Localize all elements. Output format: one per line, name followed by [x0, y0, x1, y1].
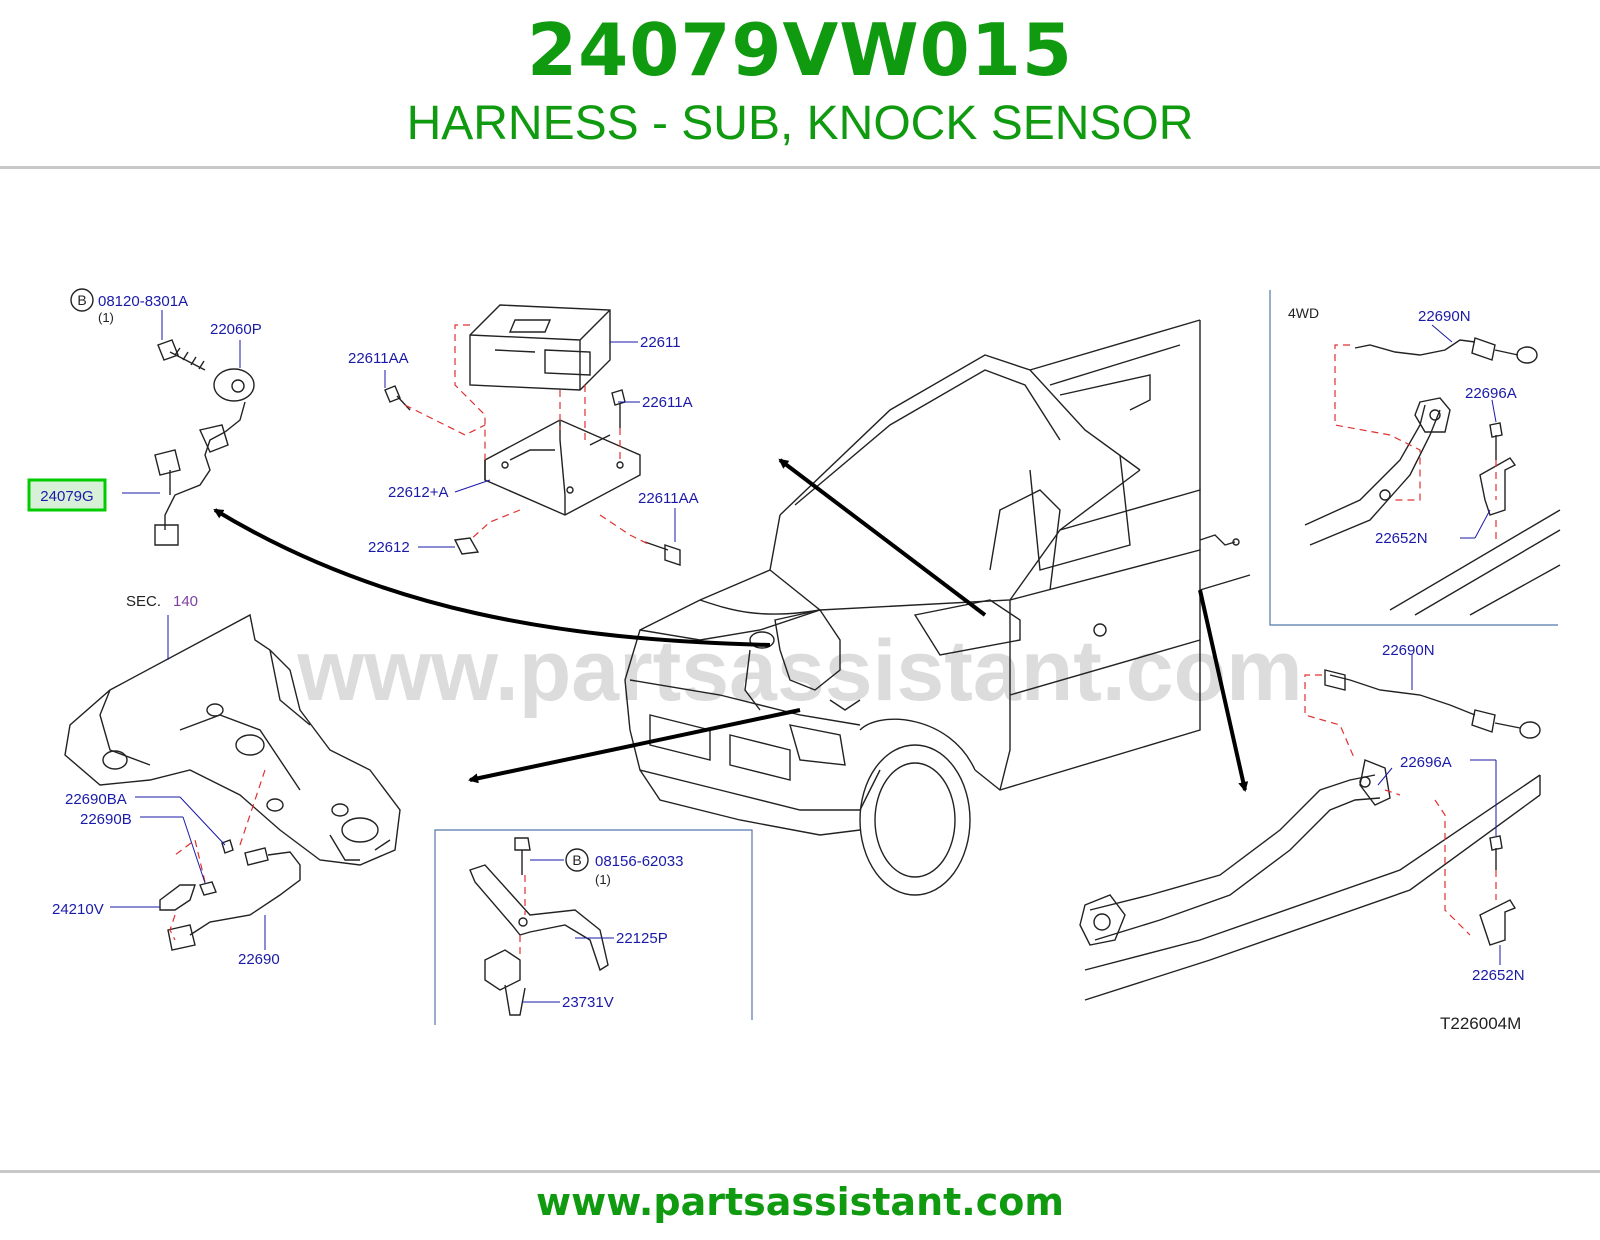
watermark: www.partsassistant.com — [296, 623, 1302, 719]
header: 24079VW015 HARNESS - SUB, KNOCK SENSOR — [0, 0, 1600, 170]
part-label-22696A-lower[interactable]: 22696A — [1400, 754, 1452, 771]
part-label-22652N[interactable]: 22652N — [1375, 530, 1428, 547]
part-label-22125P[interactable]: 22125P — [616, 930, 668, 947]
part-label-22690N[interactable]: 22690N — [1418, 308, 1471, 325]
sensor-box-frame — [434, 829, 753, 1025]
leader-line — [182, 816, 206, 884]
bolt-ref-marker-2-letter: B — [572, 852, 581, 868]
part-label-22612[interactable]: 22612 — [368, 539, 410, 556]
diagram-svg: www.partsassistant.com — [27, 288, 1561, 1033]
position-sensor-group — [469, 837, 609, 1016]
part-label-22612-A[interactable]: 22612+A — [388, 484, 448, 501]
vehicle-truck — [624, 319, 1251, 896]
bolt-ref-marker-2 — [565, 848, 589, 872]
leader-line — [179, 796, 226, 846]
part-label-22652N-lower[interactable]: 22652N — [1472, 967, 1525, 984]
ecm-dash-lines — [404, 324, 651, 546]
part-title: HARNESS - SUB, KNOCK SENSOR — [406, 97, 1194, 150]
ecm-group — [384, 304, 681, 566]
part-label-22611A[interactable]: 22611A — [642, 394, 693, 411]
exhaust-manifold-group — [64, 613, 401, 951]
four-wd-dash-lines — [1334, 344, 1497, 540]
leader-line — [1474, 509, 1491, 539]
sensor-dash-lines — [519, 875, 526, 955]
parts-diagram: www.partsassistant.com — [0, 170, 1600, 1170]
knock-sensor-group — [154, 339, 255, 546]
part-label-22696A[interactable]: 22696A — [1465, 385, 1517, 402]
leader-line — [1377, 767, 1393, 786]
footer-divider — [0, 1170, 1600, 1173]
four-wd-o2-group — [1304, 337, 1561, 616]
part-label-22060P[interactable]: 22060P — [210, 321, 262, 338]
two-wd-dash-lines — [1304, 674, 1497, 936]
four-wd-box-frame — [1269, 290, 1558, 626]
leader-line — [454, 479, 491, 493]
two-wd-o2-group — [1079, 669, 1541, 1001]
part-label-24210V[interactable]: 24210V — [52, 901, 104, 918]
diagram-code: T226004M — [1440, 1014, 1521, 1033]
highlighted-part-box[interactable] — [27, 478, 107, 512]
quantity-label: (1) — [98, 310, 114, 325]
part-label-22690[interactable]: 22690 — [238, 951, 280, 968]
four-wd-label: 4WD — [1288, 305, 1319, 321]
callout-arrows — [213, 458, 1249, 792]
bolt-ref-marker-1-letter: B — [77, 292, 86, 308]
part-label-08156-62033[interactable]: 08156-62033 — [595, 853, 683, 870]
footer-url[interactable]: www.partsassistant.com — [536, 1180, 1064, 1224]
manifold-dash-lines — [169, 769, 266, 941]
leader-line — [1431, 324, 1453, 343]
part-label-22611[interactable]: 22611 — [640, 334, 681, 351]
part-label-24079G[interactable]: 24079G — [40, 488, 93, 505]
leader-line — [1491, 399, 1497, 423]
header-divider — [0, 166, 1600, 169]
section-label: SEC. — [126, 593, 161, 610]
quantity-label: (1) — [595, 872, 611, 887]
part-label-22611AA[interactable]: 22611AA — [348, 350, 409, 367]
part-label-22690BA[interactable]: 22690BA — [65, 791, 127, 808]
bolt-ref-marker-1 — [70, 288, 94, 312]
part-label-22690N-lower[interactable]: 22690N — [1382, 642, 1435, 659]
part-label-22611AA-lower[interactable]: 22611AA — [638, 490, 699, 507]
section-number[interactable]: 140 — [173, 593, 198, 610]
part-label-08120-8301A[interactable]: 08120-8301A — [98, 293, 188, 310]
part-label-22690B[interactable]: 22690B — [80, 811, 132, 828]
part-label-23731V[interactable]: 23731V — [562, 994, 614, 1011]
part-number: 24079VW015 — [527, 8, 1073, 92]
